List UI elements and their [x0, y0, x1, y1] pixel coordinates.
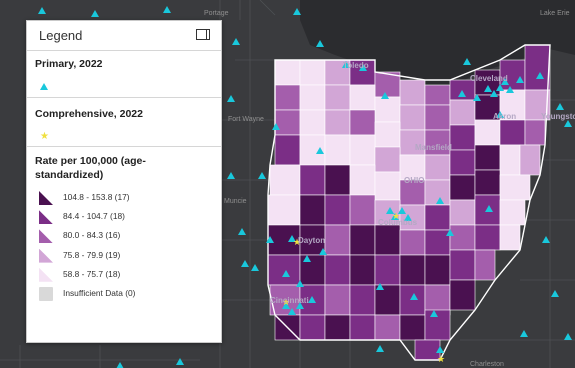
- city-label-cleveland: Cleveland: [470, 74, 508, 83]
- rate-class-row: 104.8 - 153.8 (17): [27, 188, 221, 207]
- legend-section-primary: Primary, 2022: [27, 51, 221, 98]
- rate-class-row: 75.8 - 79.9 (19): [27, 246, 221, 265]
- rate-class-label: 84.4 - 104.7 (18): [63, 211, 125, 222]
- legend-header: Legend: [27, 21, 221, 51]
- comprehensive-markers[interactable]: ★ ★ ★ ★: [282, 211, 445, 364]
- ohio-outline: [267, 44, 551, 361]
- rate-class-label: 104.8 - 153.8 (17): [63, 192, 130, 202]
- comprehensive-title: Comprehensive, 2022: [35, 108, 143, 120]
- rate-class-swatch: [39, 248, 53, 263]
- city-label-cincinnati: Cincinnati: [270, 296, 309, 305]
- rate-title-line2: standardized): [35, 169, 104, 181]
- city-label-columbus: Columbus: [378, 218, 418, 227]
- state-label: OHIO: [404, 176, 424, 185]
- rate-class-label: 75.8 - 79.9 (19): [63, 249, 121, 260]
- region-label-muncie: Muncie: [224, 198, 247, 205]
- legend-section-comprehensive: Comprehensive, 2022 ★: [27, 98, 221, 147]
- svg-text:★: ★: [392, 211, 400, 221]
- rate-class-swatch: [39, 210, 53, 225]
- city-label-dayton: Dayton: [298, 236, 325, 245]
- region-label-fort-wayne: Fort Wayne: [228, 116, 264, 123]
- region-label-portage: Portage: [204, 10, 229, 17]
- primary-care-markers[interactable]: [38, 6, 572, 368]
- svg-text:★: ★: [437, 354, 445, 364]
- rate-class-row: 58.8 - 75.7 (18): [27, 265, 221, 284]
- primary-triangle-icon: [40, 83, 48, 90]
- rate-class-swatch: [39, 191, 53, 205]
- rate-class-label: 80.0 - 84.3 (16): [63, 230, 121, 241]
- region-label-lake-erie: Lake Erie: [540, 10, 570, 17]
- svg-text:★: ★: [293, 237, 301, 247]
- city-label-akron: Akron: [493, 112, 516, 121]
- rate-class-list: 104.8 - 153.8 (17) 84.4 - 104.7 (18) 80.…: [27, 188, 221, 303]
- legend-section-rate: Rate per 100,000 (age- standardized) 104…: [27, 147, 221, 303]
- rate-class-swatch: [39, 286, 53, 301]
- ohio-counties: [267, 44, 551, 361]
- svg-text:★: ★: [282, 297, 290, 307]
- city-labels: Toledo Cleveland Akron Youngstown Mansfi…: [204, 10, 575, 368]
- primary-title: Primary, 2022: [35, 58, 103, 70]
- city-label-toledo: Toledo: [343, 61, 369, 70]
- rate-class-swatch: [39, 229, 53, 244]
- city-label-youngstown: Youngstown: [541, 112, 575, 121]
- rate-title-line1: Rate per 100,000 (age-: [35, 155, 146, 167]
- rate-class-label: 58.8 - 75.7 (18): [63, 268, 121, 279]
- rate-class-row: Insufficient Data (0): [27, 284, 221, 303]
- city-label-mansfield: Mansfield: [415, 143, 452, 152]
- rate-class-row: 84.4 - 104.7 (18): [27, 207, 221, 226]
- rate-title: Rate per 100,000 (age- standardized): [27, 147, 221, 182]
- rate-class-label: Insufficient Data (0): [63, 287, 136, 298]
- collapse-panel-icon[interactable]: [196, 29, 210, 40]
- rate-class-swatch: [39, 267, 53, 282]
- rate-class-row: 80.0 - 84.3 (16): [27, 226, 221, 245]
- legend-panel: Legend Primary, 2022 Comprehensive, 2022…: [26, 20, 222, 343]
- legend-title: Legend: [39, 28, 83, 43]
- region-label-charleston: Charleston: [470, 361, 504, 368]
- comprehensive-star-icon: ★: [40, 131, 49, 142]
